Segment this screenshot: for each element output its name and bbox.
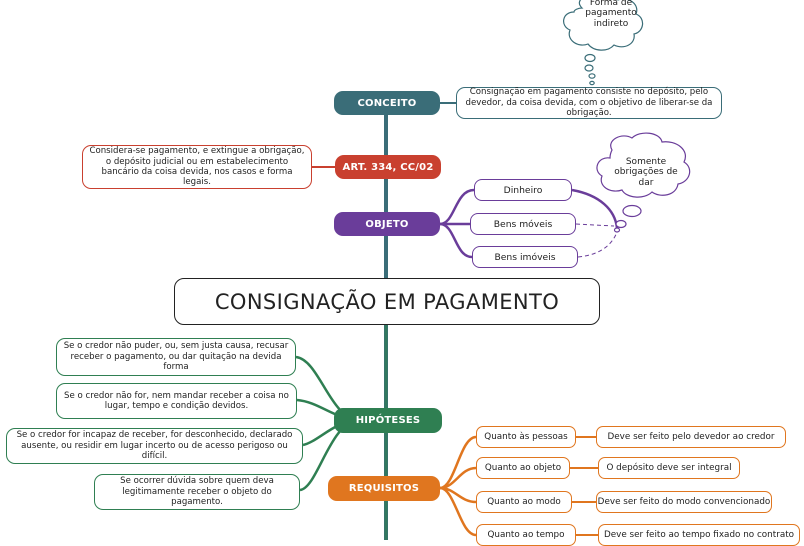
conceito-text-box: Consignação em pagamento consiste no dep…: [456, 87, 722, 119]
requisito-label-modo[interactable]: Quanto ao modo: [476, 491, 572, 513]
requisito-detail-pessoas: Deve ser feito pelo devedor ao credor: [596, 426, 786, 448]
objeto-item-imoveis[interactable]: Bens imóveis: [472, 246, 578, 268]
objeto-branch-dinheiro: [439, 188, 475, 226]
cloud-note-objeto: Somente obrigações de dar: [614, 157, 678, 188]
req-branch-4: [439, 486, 477, 537]
requisitos-node[interactable]: REQUISITOS: [328, 476, 440, 501]
objeto-note-dash-2: [577, 231, 618, 258]
requisito-detail-modo: Deve ser feito do modo convencionado: [596, 491, 772, 513]
hipoteses-node[interactable]: HIPÓTESES: [334, 408, 442, 433]
requisito-label-objeto[interactable]: Quanto ao objeto: [476, 457, 570, 479]
artigo-node[interactable]: ART. 334, CC/02: [335, 155, 441, 179]
objeto-node[interactable]: OBJETO: [334, 212, 440, 236]
requisito-label-pessoas[interactable]: Quanto às pessoas: [476, 426, 576, 448]
objeto-item-moveis[interactable]: Bens móveis: [470, 213, 576, 235]
requisito-label-tempo[interactable]: Quanto ao tempo: [476, 524, 576, 546]
hipotese-item-2: Se o credor não for, nem mandar receber …: [56, 383, 297, 419]
cloud-shape-conceito: [563, 0, 644, 86]
cloud-note-conceito: Forma de pagamento indireto: [585, 0, 637, 29]
hipotese-item-4: Se ocorrer dúvida sobre quem deva legiti…: [94, 474, 300, 510]
hipotese-item-1: Se o credor não puder, ou, sem justa cau…: [56, 338, 296, 376]
requisito-detail-objeto: O depósito deve ser integral: [598, 457, 740, 479]
conceito-node[interactable]: CONCEITO: [334, 91, 440, 115]
hipotese-item-3: Se o credor for incapaz de receber, for …: [6, 428, 303, 464]
cloud-shape-objeto: [596, 132, 691, 233]
central-topic[interactable]: CONSIGNAÇÃO EM PAGAMENTO: [174, 278, 600, 325]
objeto-branch-imoveis: [439, 222, 473, 259]
objeto-note-link: [571, 188, 619, 229]
requisito-detail-tempo: Deve ser feito ao tempo fixado no contra…: [598, 524, 800, 546]
artigo-text-box: Considera-se pagamento, e extingue a obr…: [82, 145, 312, 189]
objeto-note-dash-1: [575, 223, 615, 227]
objeto-item-dinheiro[interactable]: Dinheiro: [474, 179, 572, 201]
req-branch-1: [439, 435, 477, 490]
